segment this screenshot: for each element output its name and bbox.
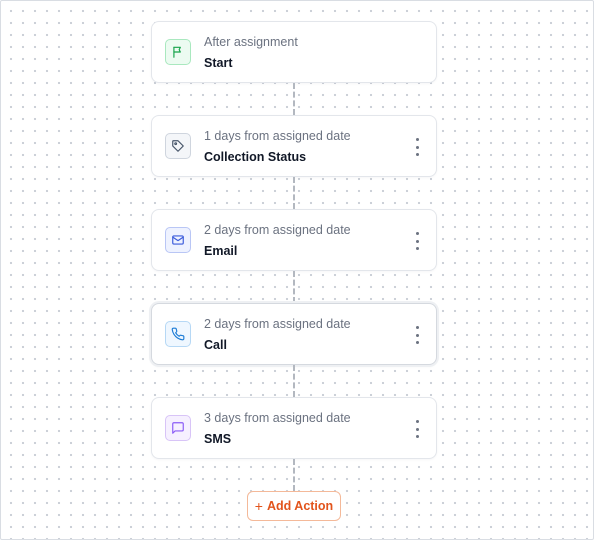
- step-timing: 2 days from assigned date: [204, 317, 351, 331]
- step-card-start[interactable]: After assignment Start: [151, 21, 437, 83]
- mail-icon: [165, 227, 191, 253]
- more-options-icon[interactable]: [412, 326, 422, 344]
- phone-icon: [165, 321, 191, 347]
- step-card-collection-status[interactable]: 1 days from assigned date Collection Sta…: [151, 115, 437, 177]
- step-title: Start: [204, 56, 233, 70]
- workflow-steps: After assignment Start 1 days from assig…: [151, 21, 437, 523]
- step-title: Call: [204, 338, 227, 352]
- plus-icon: +: [254, 498, 263, 514]
- flag-icon: [165, 39, 191, 65]
- add-action-button[interactable]: + Add Action: [247, 491, 341, 521]
- step-timing: 2 days from assigned date: [204, 223, 351, 237]
- tag-icon: [165, 133, 191, 159]
- step-card-email[interactable]: 2 days from assigned date Email: [151, 209, 437, 271]
- message-square-icon: [165, 415, 191, 441]
- add-action-label: Add Action: [266, 499, 334, 513]
- step-card-sms[interactable]: 3 days from assigned date SMS: [151, 397, 437, 459]
- step-title: Email: [204, 244, 238, 258]
- more-options-icon[interactable]: [412, 232, 422, 250]
- step-connector: [151, 459, 437, 491]
- step-title: SMS: [204, 432, 232, 446]
- step-connector: [151, 365, 437, 397]
- add-action-area: + Add Action: [151, 491, 437, 523]
- more-options-icon[interactable]: [412, 420, 422, 438]
- step-title: Collection Status: [204, 150, 307, 164]
- step-card-call[interactable]: 2 days from assigned date Call: [151, 303, 437, 365]
- step-connector: [151, 83, 437, 115]
- step-timing: After assignment: [204, 35, 298, 49]
- step-timing: 3 days from assigned date: [204, 411, 351, 425]
- more-options-icon[interactable]: [412, 138, 422, 156]
- step-connector: [151, 177, 437, 209]
- step-connector: [151, 271, 437, 303]
- step-timing: 1 days from assigned date: [204, 129, 351, 143]
